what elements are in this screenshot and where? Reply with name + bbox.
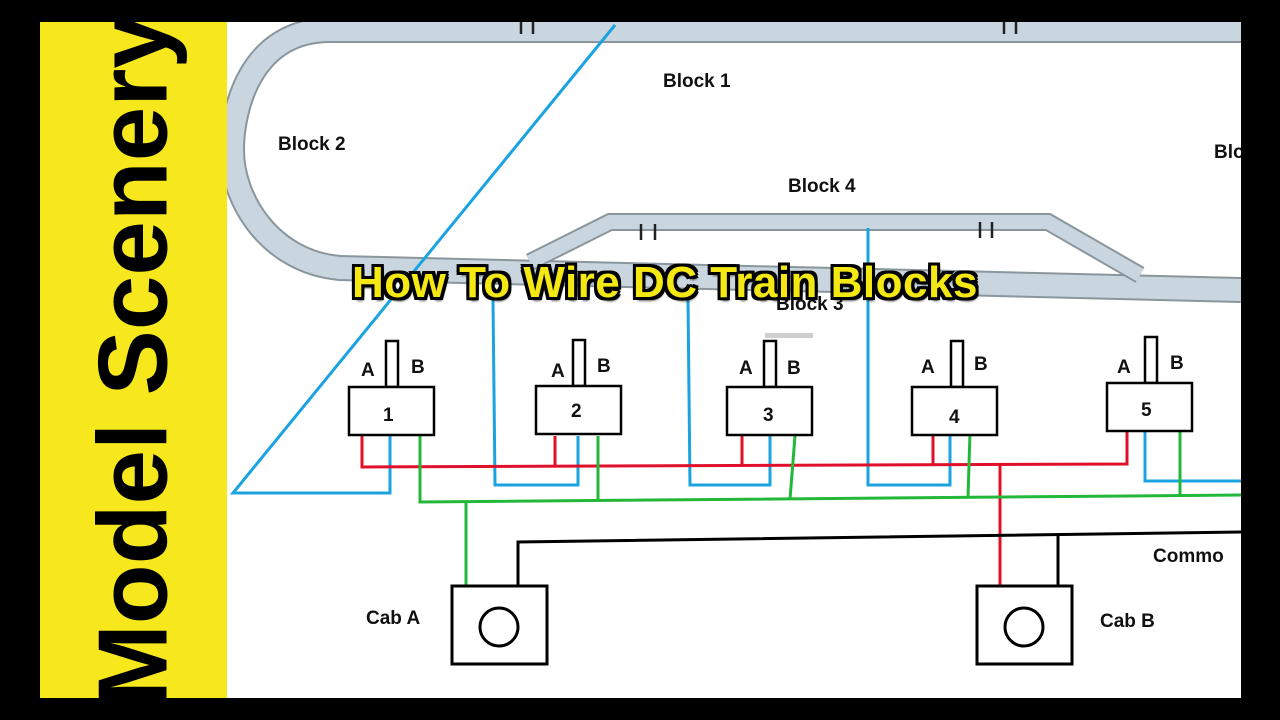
toggle-4-label-a: A	[921, 357, 935, 378]
toggle-switch-3[interactable]	[725, 339, 814, 437]
toggle-5-number: 5	[1141, 400, 1152, 421]
diagram-svg: Block 1 Block 2 Block 3 Block 4 Blo A B …	[227, 22, 1241, 666]
cab-a-wires	[418, 431, 1241, 588]
toggle-3-number: 3	[763, 405, 774, 426]
block-label-4: Block 4	[788, 176, 856, 197]
inner-siding-track	[525, 213, 1145, 283]
cab-a-label: Cab A	[366, 608, 420, 629]
block-label-5: Blo	[1214, 142, 1241, 163]
toggle-4-label-b: B	[974, 354, 988, 375]
cab-b-wires	[360, 432, 1129, 588]
channel-name: Model Scenery	[77, 14, 188, 706]
cab-b-bus	[360, 432, 1129, 469]
smudge-mark	[765, 333, 813, 338]
toggle-switch-1[interactable]	[347, 339, 436, 437]
cab-a-controller[interactable]	[450, 584, 549, 666]
toggle-switch-4[interactable]	[910, 339, 999, 437]
wiring-diagram: Block 1 Block 2 Block 3 Block 4 Blo A B …	[227, 22, 1241, 698]
toggle-1-label-b: B	[411, 357, 425, 378]
toggle-2-label-b: B	[597, 356, 611, 377]
toggle-5-label-a: A	[1117, 357, 1131, 378]
feed-wire-4	[866, 228, 952, 487]
cab-b-label: Cab B	[1100, 611, 1155, 632]
toggle-3-label-b: B	[787, 358, 801, 379]
toggle-1-number: 1	[383, 405, 394, 426]
channel-banner	[40, 22, 227, 698]
block-label-3: Block 3	[776, 294, 844, 315]
toggle-5-label-b: B	[1170, 353, 1184, 374]
common-label: Commo	[1153, 546, 1224, 567]
feed-wire-3	[686, 299, 772, 487]
toggle-4-number: 4	[949, 407, 960, 428]
block-label-2: Block 2	[278, 134, 346, 155]
video-title: How To Wire DC Train Blocks	[352, 258, 978, 307]
toggle-3-label-a: A	[739, 358, 753, 379]
cab-a-bus	[418, 436, 1241, 504]
toggle-1-label-a: A	[361, 360, 375, 381]
feed-wire-5	[1143, 430, 1241, 483]
block-feed-wires	[229, 24, 1241, 495]
feed-wire-2	[491, 299, 580, 487]
toggle-switch-2[interactable]	[534, 338, 623, 436]
rail-gaps	[519, 22, 1018, 240]
cab-a-drop-3	[788, 435, 797, 500]
toggle-switch-5[interactable]	[1105, 335, 1194, 433]
cab-b-controller[interactable]	[975, 584, 1074, 666]
block-label-1: Block 1	[663, 71, 731, 92]
common-bus	[516, 530, 1241, 588]
common-wire	[516, 530, 1241, 588]
toggle-2-label-a: A	[551, 361, 565, 382]
outer-track-loop	[227, 22, 1241, 303]
cab-a-knob[interactable]	[478, 606, 520, 648]
feed-wire-1	[229, 24, 617, 495]
cab-b-knob[interactable]	[1003, 606, 1045, 648]
toggle-2-number: 2	[571, 401, 582, 422]
cab-a-drop-4	[966, 431, 972, 498]
